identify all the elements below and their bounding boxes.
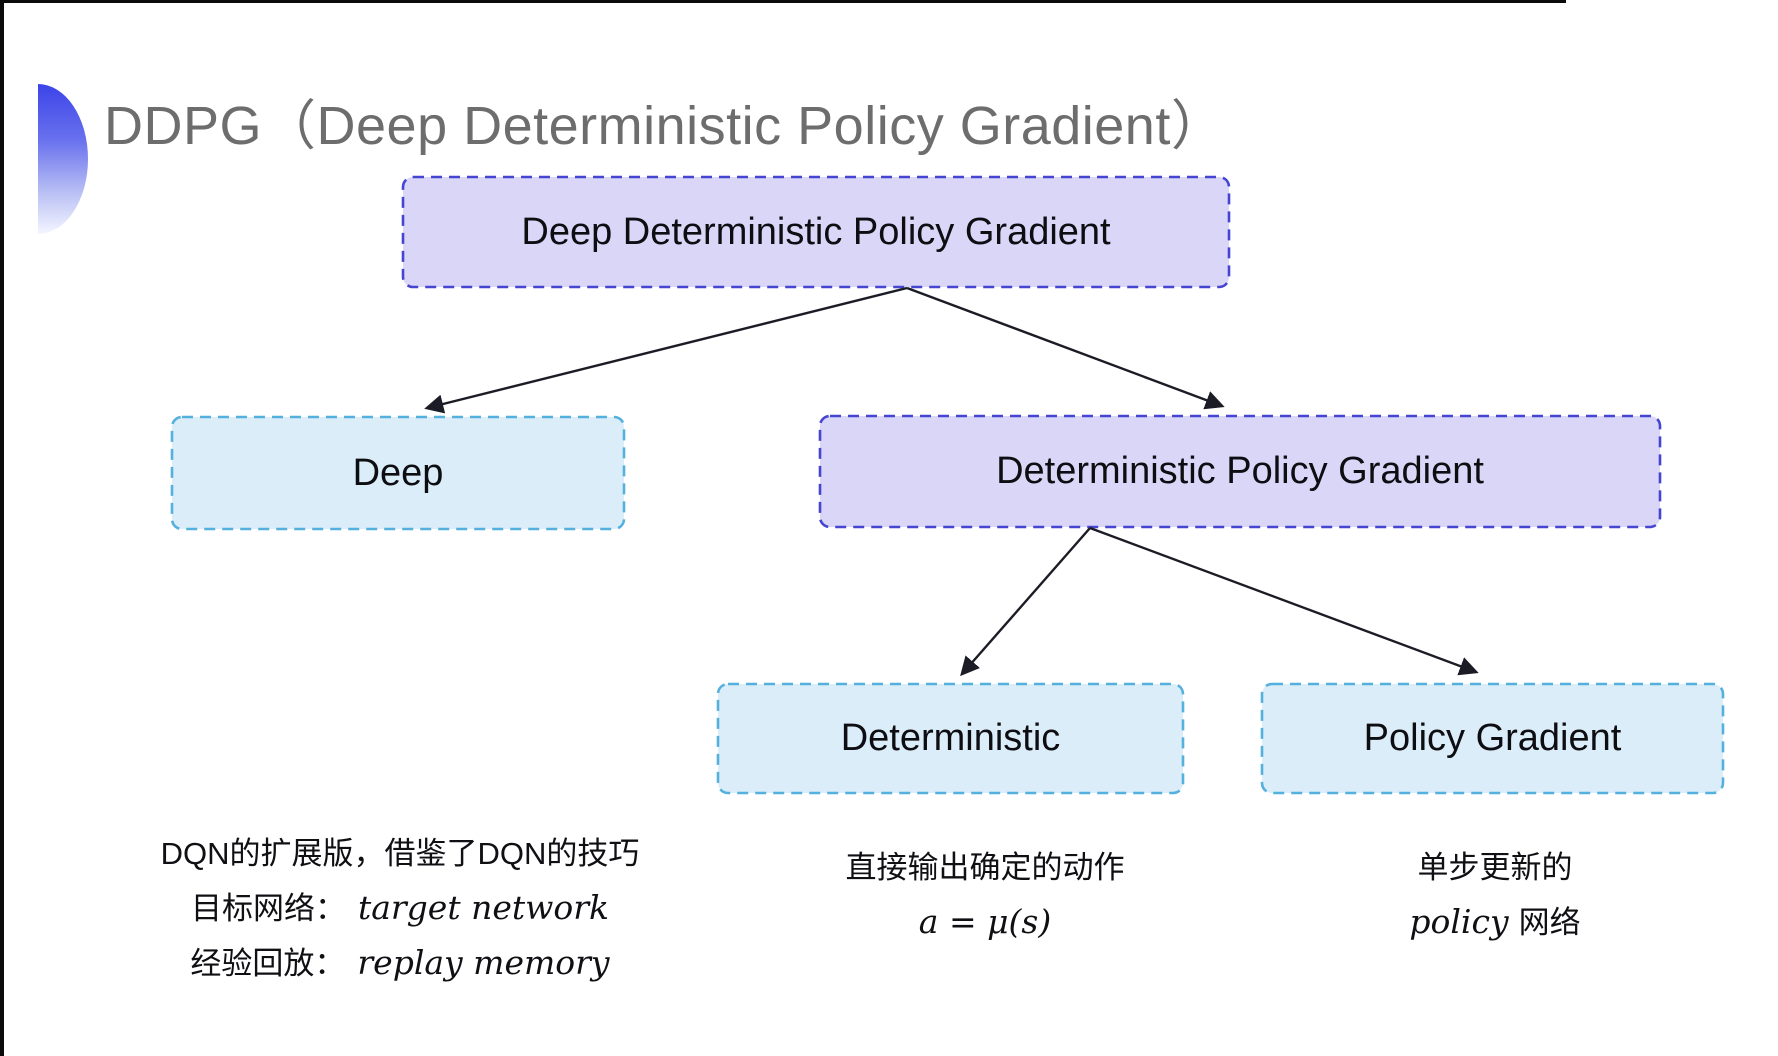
node-rect-dpg (818, 414, 1662, 529)
note-term-english: target network (357, 888, 610, 927)
node-label-deep: Deep (352, 451, 444, 494)
note-line: a = μ(s) (919, 905, 1051, 938)
note-label: 经验回放： (190, 946, 346, 981)
note-text: 直接输出确定的动作 (845, 850, 1125, 885)
note-deep: DQN的扩展版，借鉴了DQN的技巧 目标网络： target network 经… (110, 838, 690, 979)
node-label-policy-gradient: Policy Gradient (1363, 717, 1622, 759)
note-deterministic: 直接输出确定的动作 a = μ(s) (790, 852, 1180, 938)
note-line: policy 网络 (1409, 905, 1580, 938)
note-label: 目标网络： (190, 891, 346, 926)
arrow-dpg-to-policy-gradient (1089, 526, 1479, 676)
frame-border-top (0, 0, 1566, 3)
note-text: DQN的扩展版，借鉴了DQN的技巧 (160, 836, 640, 871)
node-rect-deep (170, 415, 626, 531)
node-rect-policy-gradient (1260, 682, 1725, 795)
node-rect-ddpg (401, 175, 1231, 289)
note-line: 直接输出确定的动作 (846, 852, 1125, 883)
node-label-deterministic: Deterministic (840, 717, 1061, 759)
note-line: 单步更新的 (1418, 852, 1573, 883)
note-line: 目标网络： target network (191, 891, 609, 924)
arrow-ddpg-to-deep (424, 286, 908, 414)
frame-border-left (0, 0, 4, 1056)
note-term-english: policy (1409, 902, 1509, 941)
arrow-dpg-to-deterministic (960, 527, 1091, 677)
note-policy-gradient: 单步更新的 policy 网络 (1330, 852, 1660, 938)
node-label-ddpg: Deep Deterministic Policy Gradient (521, 210, 1111, 253)
node-rect-deterministic (716, 682, 1185, 795)
note-suffix: 网络 (1518, 905, 1581, 940)
node-label-dpg: Deterministic Policy Gradient (996, 450, 1484, 492)
note-term-english: replay memory (357, 943, 610, 982)
title-row: DDPG（Deep Deterministic Policy Gradient） (0, 72, 1778, 242)
note-line: 经验回放： replay memory (190, 946, 609, 979)
note-line: DQN的扩展版，借鉴了DQN的技巧 (161, 838, 640, 869)
page-title: DDPG（Deep Deterministic Policy Gradient） (104, 95, 1226, 156)
note-formula: a = μ(s) (918, 902, 1052, 941)
note-text: 单步更新的 (1417, 850, 1573, 885)
arrow-ddpg-to-dpg (906, 286, 1225, 410)
